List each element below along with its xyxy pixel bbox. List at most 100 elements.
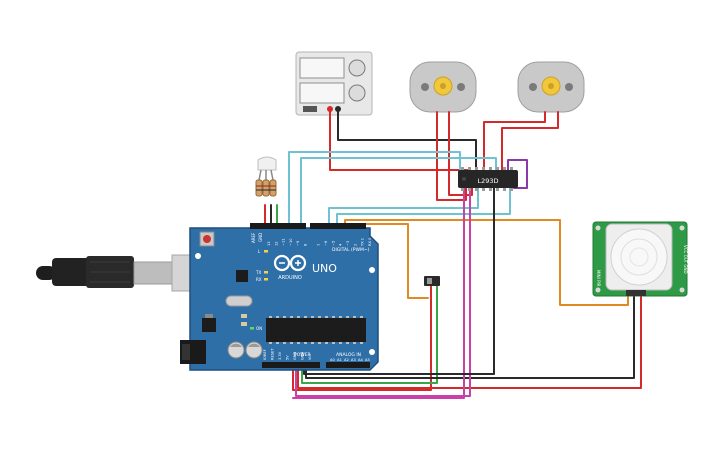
label-tx: TX	[255, 270, 261, 275]
chip-pin	[304, 342, 307, 344]
wire-driver-vcc[interactable]	[295, 187, 471, 397]
chip-pin	[283, 342, 286, 344]
chip-pin	[304, 316, 307, 318]
current-display	[299, 82, 345, 104]
pir-dome-icon	[610, 228, 668, 286]
power-supply[interactable]	[295, 51, 373, 116]
mount-hole-icon	[195, 253, 201, 259]
wire-switch-vcc[interactable]	[292, 285, 432, 391]
wire-driver-vcc2[interactable]	[292, 187, 465, 399]
digital-pin-label: RX 0	[368, 237, 372, 246]
chip-pin	[325, 342, 328, 344]
motor-screw-icon	[421, 83, 429, 91]
wire-enable-loop[interactable]	[507, 159, 528, 189]
voltage-knob-icon[interactable]	[348, 59, 366, 77]
voltage-display	[299, 57, 345, 79]
microcontroller-chip	[266, 318, 366, 342]
analog-pin-label: A0	[330, 358, 335, 362]
switch-toggle-icon[interactable]	[427, 278, 432, 284]
pin-label-gnd: GND	[258, 233, 263, 242]
digital-pin-label: ~11	[282, 238, 286, 246]
chip-pin	[283, 316, 286, 318]
label-rx: RX	[256, 277, 262, 282]
mount-hole-icon	[369, 349, 375, 355]
wire-control-2[interactable]	[300, 157, 497, 229]
header-power[interactable]	[262, 362, 320, 368]
digital-pin-label: ~6	[324, 240, 328, 246]
chip-pin	[318, 342, 321, 344]
resistor-icon[interactable]	[269, 179, 277, 197]
chip-pin	[332, 316, 335, 318]
wire-control-1[interactable]	[288, 151, 461, 229]
chip-pin	[269, 316, 272, 318]
power-pin-label: GND	[293, 352, 297, 360]
digital-pin-label: 7	[317, 244, 321, 246]
negative-terminal-icon[interactable]	[335, 106, 341, 112]
crystal-icon	[225, 295, 253, 307]
chip-pin	[360, 342, 363, 344]
usb-cable-icon	[36, 266, 56, 280]
rgb-led[interactable]	[255, 156, 277, 197]
brand-label: ARDUINO	[278, 275, 302, 281]
chip-pin	[276, 342, 279, 344]
digital-pin-label: 8	[304, 243, 308, 246]
on-led-icon	[250, 327, 254, 330]
analog-header-label: ANALOG IN	[336, 352, 361, 358]
chip-pin	[332, 342, 335, 344]
current-knob-icon[interactable]	[348, 84, 366, 102]
positive-terminal-icon[interactable]	[327, 106, 333, 112]
header-digital-low[interactable]	[310, 223, 366, 229]
chip-pin	[346, 316, 349, 318]
header-analog[interactable]	[326, 362, 370, 368]
digital-pin-label: ~10	[289, 238, 293, 246]
resistor-icon[interactable]	[255, 179, 263, 197]
chip-pin	[311, 342, 314, 344]
slide-switch[interactable]	[424, 276, 440, 286]
usb-chip-icon	[236, 270, 248, 282]
header-digital-high[interactable]	[250, 223, 306, 229]
wire-motor1-b[interactable]	[448, 111, 473, 196]
regulator-icon	[202, 318, 216, 332]
chip-pin	[325, 316, 328, 318]
l-led-icon	[264, 250, 268, 253]
wire-supply-negative[interactable]	[337, 111, 477, 171]
power-pin-label: IOREF	[263, 349, 267, 360]
wire-pir-signal[interactable]	[344, 219, 629, 306]
motor-screw-icon	[457, 83, 465, 91]
power-switch-icon[interactable]	[303, 106, 317, 112]
motor-screw-icon	[529, 83, 537, 91]
wire-motor2-b[interactable]	[501, 111, 559, 171]
wire-motor2-a[interactable]	[483, 111, 546, 171]
motor-screw-icon	[565, 83, 573, 91]
chip-pin	[290, 342, 293, 344]
digital-pin-label: TX 1	[361, 238, 365, 247]
pir-header-pins[interactable]	[626, 290, 646, 296]
resistor-icon[interactable]	[262, 179, 270, 197]
label-on: ON	[256, 326, 262, 331]
pir-label-right: VCC OUT GND	[683, 245, 688, 274]
power-pin-label: GND	[301, 352, 305, 360]
motor-driver-ic[interactable]: L293D	[458, 167, 518, 191]
digital-pin-label: ~5	[331, 241, 335, 246]
power-pin-label: 5V	[286, 355, 290, 360]
analog-pin-label: A4	[358, 358, 363, 362]
dc-motor-1[interactable]	[409, 61, 477, 113]
analog-pin-label: A5	[365, 358, 370, 362]
chip-pin	[311, 316, 314, 318]
pir-label-left: MINI PIR	[596, 270, 601, 287]
chip-pin	[353, 342, 356, 344]
reset-button-icon[interactable]	[203, 235, 211, 243]
chip-pin	[297, 316, 300, 318]
wire-switch-gnd[interactable]	[301, 285, 438, 384]
dc-motor-2[interactable]	[517, 61, 585, 113]
wire-control-3[interactable]	[328, 187, 479, 229]
chip-pin	[276, 316, 279, 318]
arduino-logo-icon	[273, 254, 307, 272]
wire-control-4[interactable]	[336, 187, 511, 229]
wire-supply-positive[interactable]	[329, 111, 471, 171]
pir-sensor[interactable]: MINI PIR VCC OUT GND	[592, 221, 688, 297]
